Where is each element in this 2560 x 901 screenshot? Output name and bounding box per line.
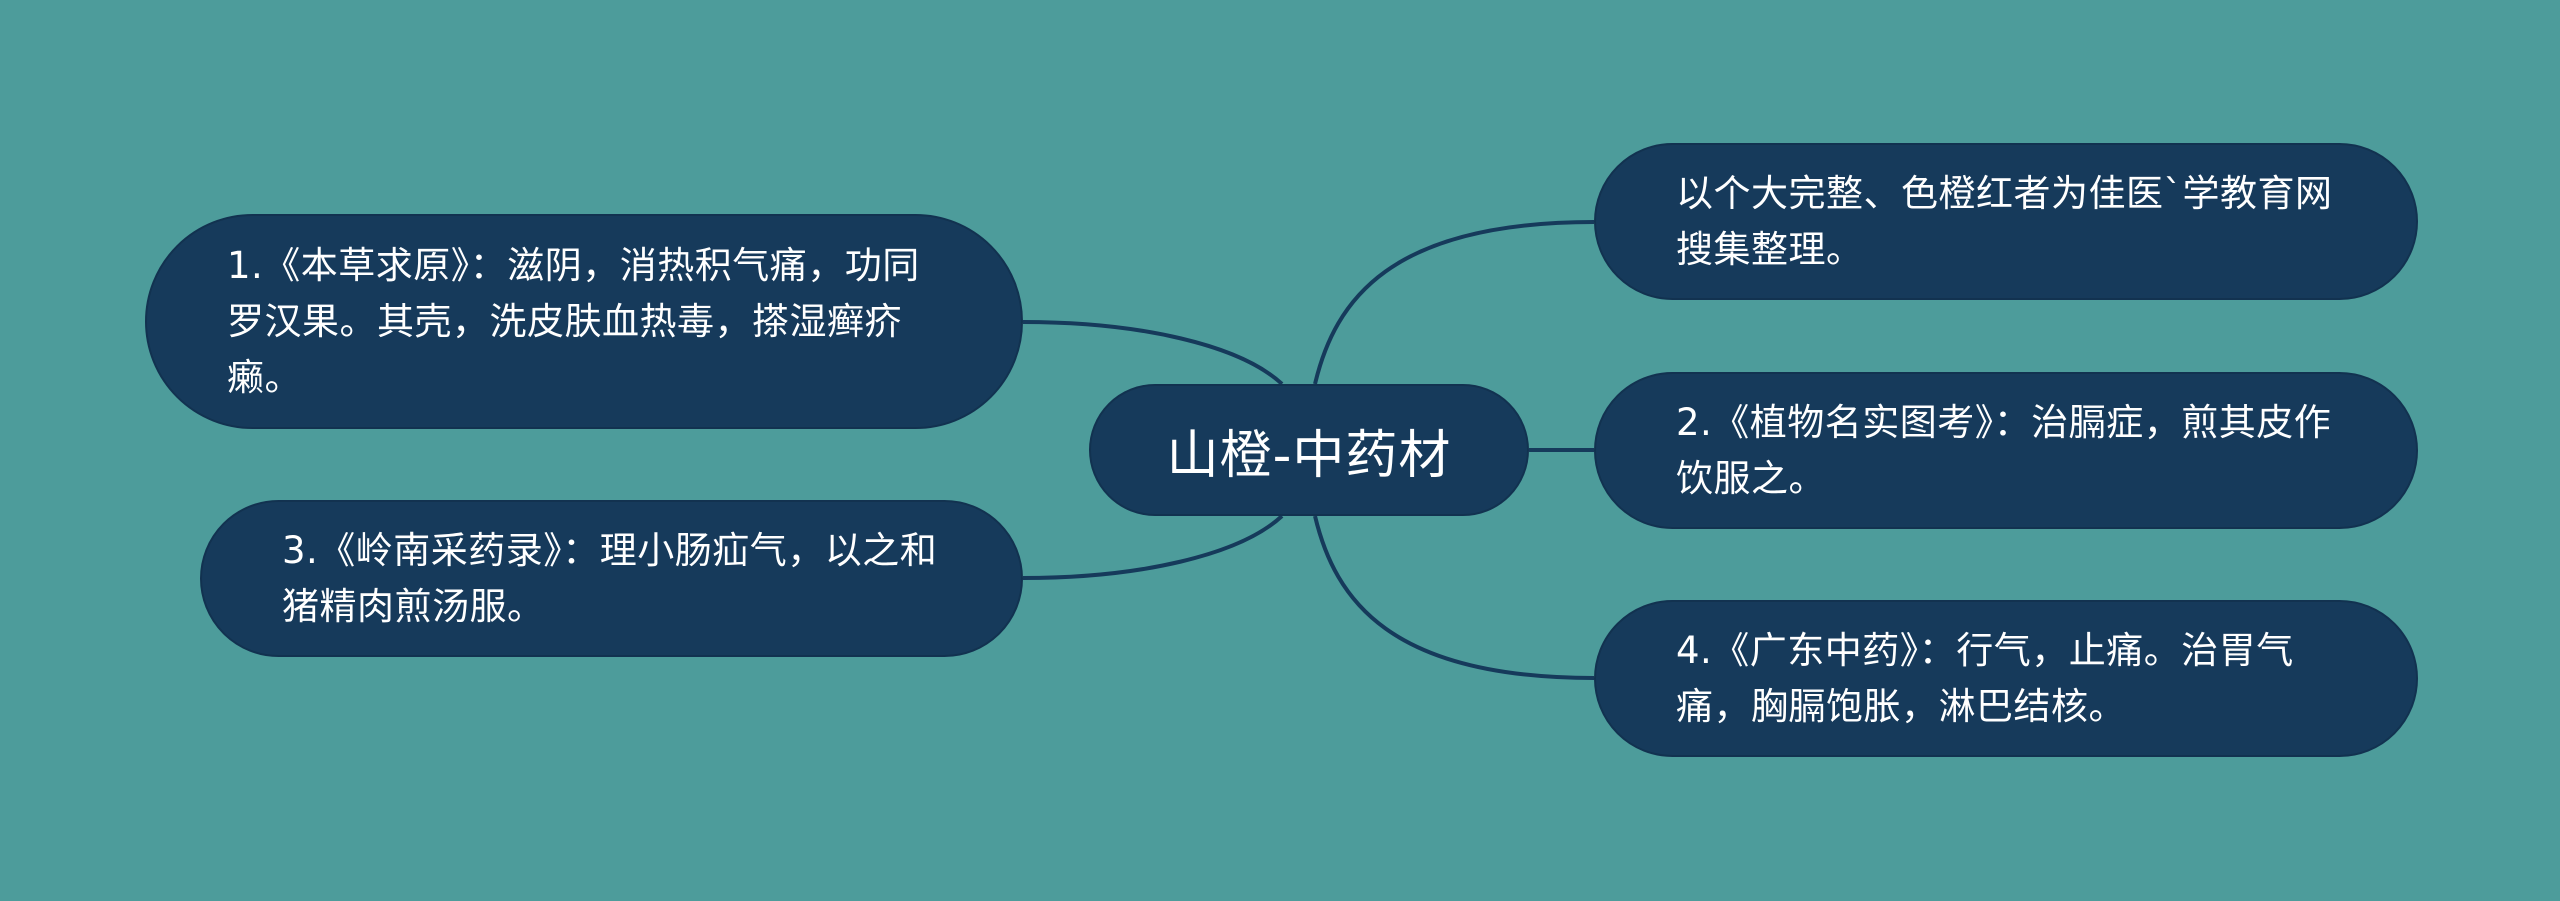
central-topic-label: 山橙-中药材 [1166, 425, 1452, 486]
connector-to-branch-4 [1313, 515, 1595, 680]
branch-topic-label: 3.《岭南采药录》：理小肠疝气，以之和猪精肉煎汤服。 [282, 528, 938, 628]
branch-topic-label: 以个大完整、色橙红者为佳医`学教育网搜集整理。 [1676, 171, 2333, 271]
central-topic[interactable]: 山橙-中药材 [1089, 384, 1529, 516]
branch-topic-label: 1.《本草求原》：滋阴，消热积气痛，功同罗汉果。其壳，洗皮肤血热毒，搽湿癣疥癞。 [227, 243, 920, 399]
branch-topic-right-3[interactable]: 4.《广东中药》：行气，止痛。治胃气痛，胸膈饱胀，淋巴结核。 [1594, 600, 2418, 757]
connector-to-branch-1 [1022, 320, 1284, 386]
branch-topic-label: 4.《广东中药》：行气，止痛。治胃气痛，胸膈饱胀，淋巴结核。 [1676, 628, 2294, 728]
branch-topic-right-2[interactable]: 2.《植物名实图考》：治膈症，煎其皮作饮服之。 [1594, 372, 2418, 529]
connector-to-branch-3 [1022, 514, 1284, 580]
branch-topic-label: 2.《植物名实图考》：治膈症，煎其皮作饮服之。 [1676, 400, 2332, 500]
connector-to-branch-0 [1313, 220, 1595, 385]
branch-topic-left-1[interactable]: 1.《本草求原》：滋阴，消热积气痛，功同罗汉果。其壳，洗皮肤血热毒，搽湿癣疥癞。 [145, 214, 1023, 429]
branch-topic-left-2[interactable]: 3.《岭南采药录》：理小肠疝气，以之和猪精肉煎汤服。 [200, 500, 1023, 657]
branch-topic-right-1[interactable]: 以个大完整、色橙红者为佳医`学教育网搜集整理。 [1594, 143, 2418, 300]
